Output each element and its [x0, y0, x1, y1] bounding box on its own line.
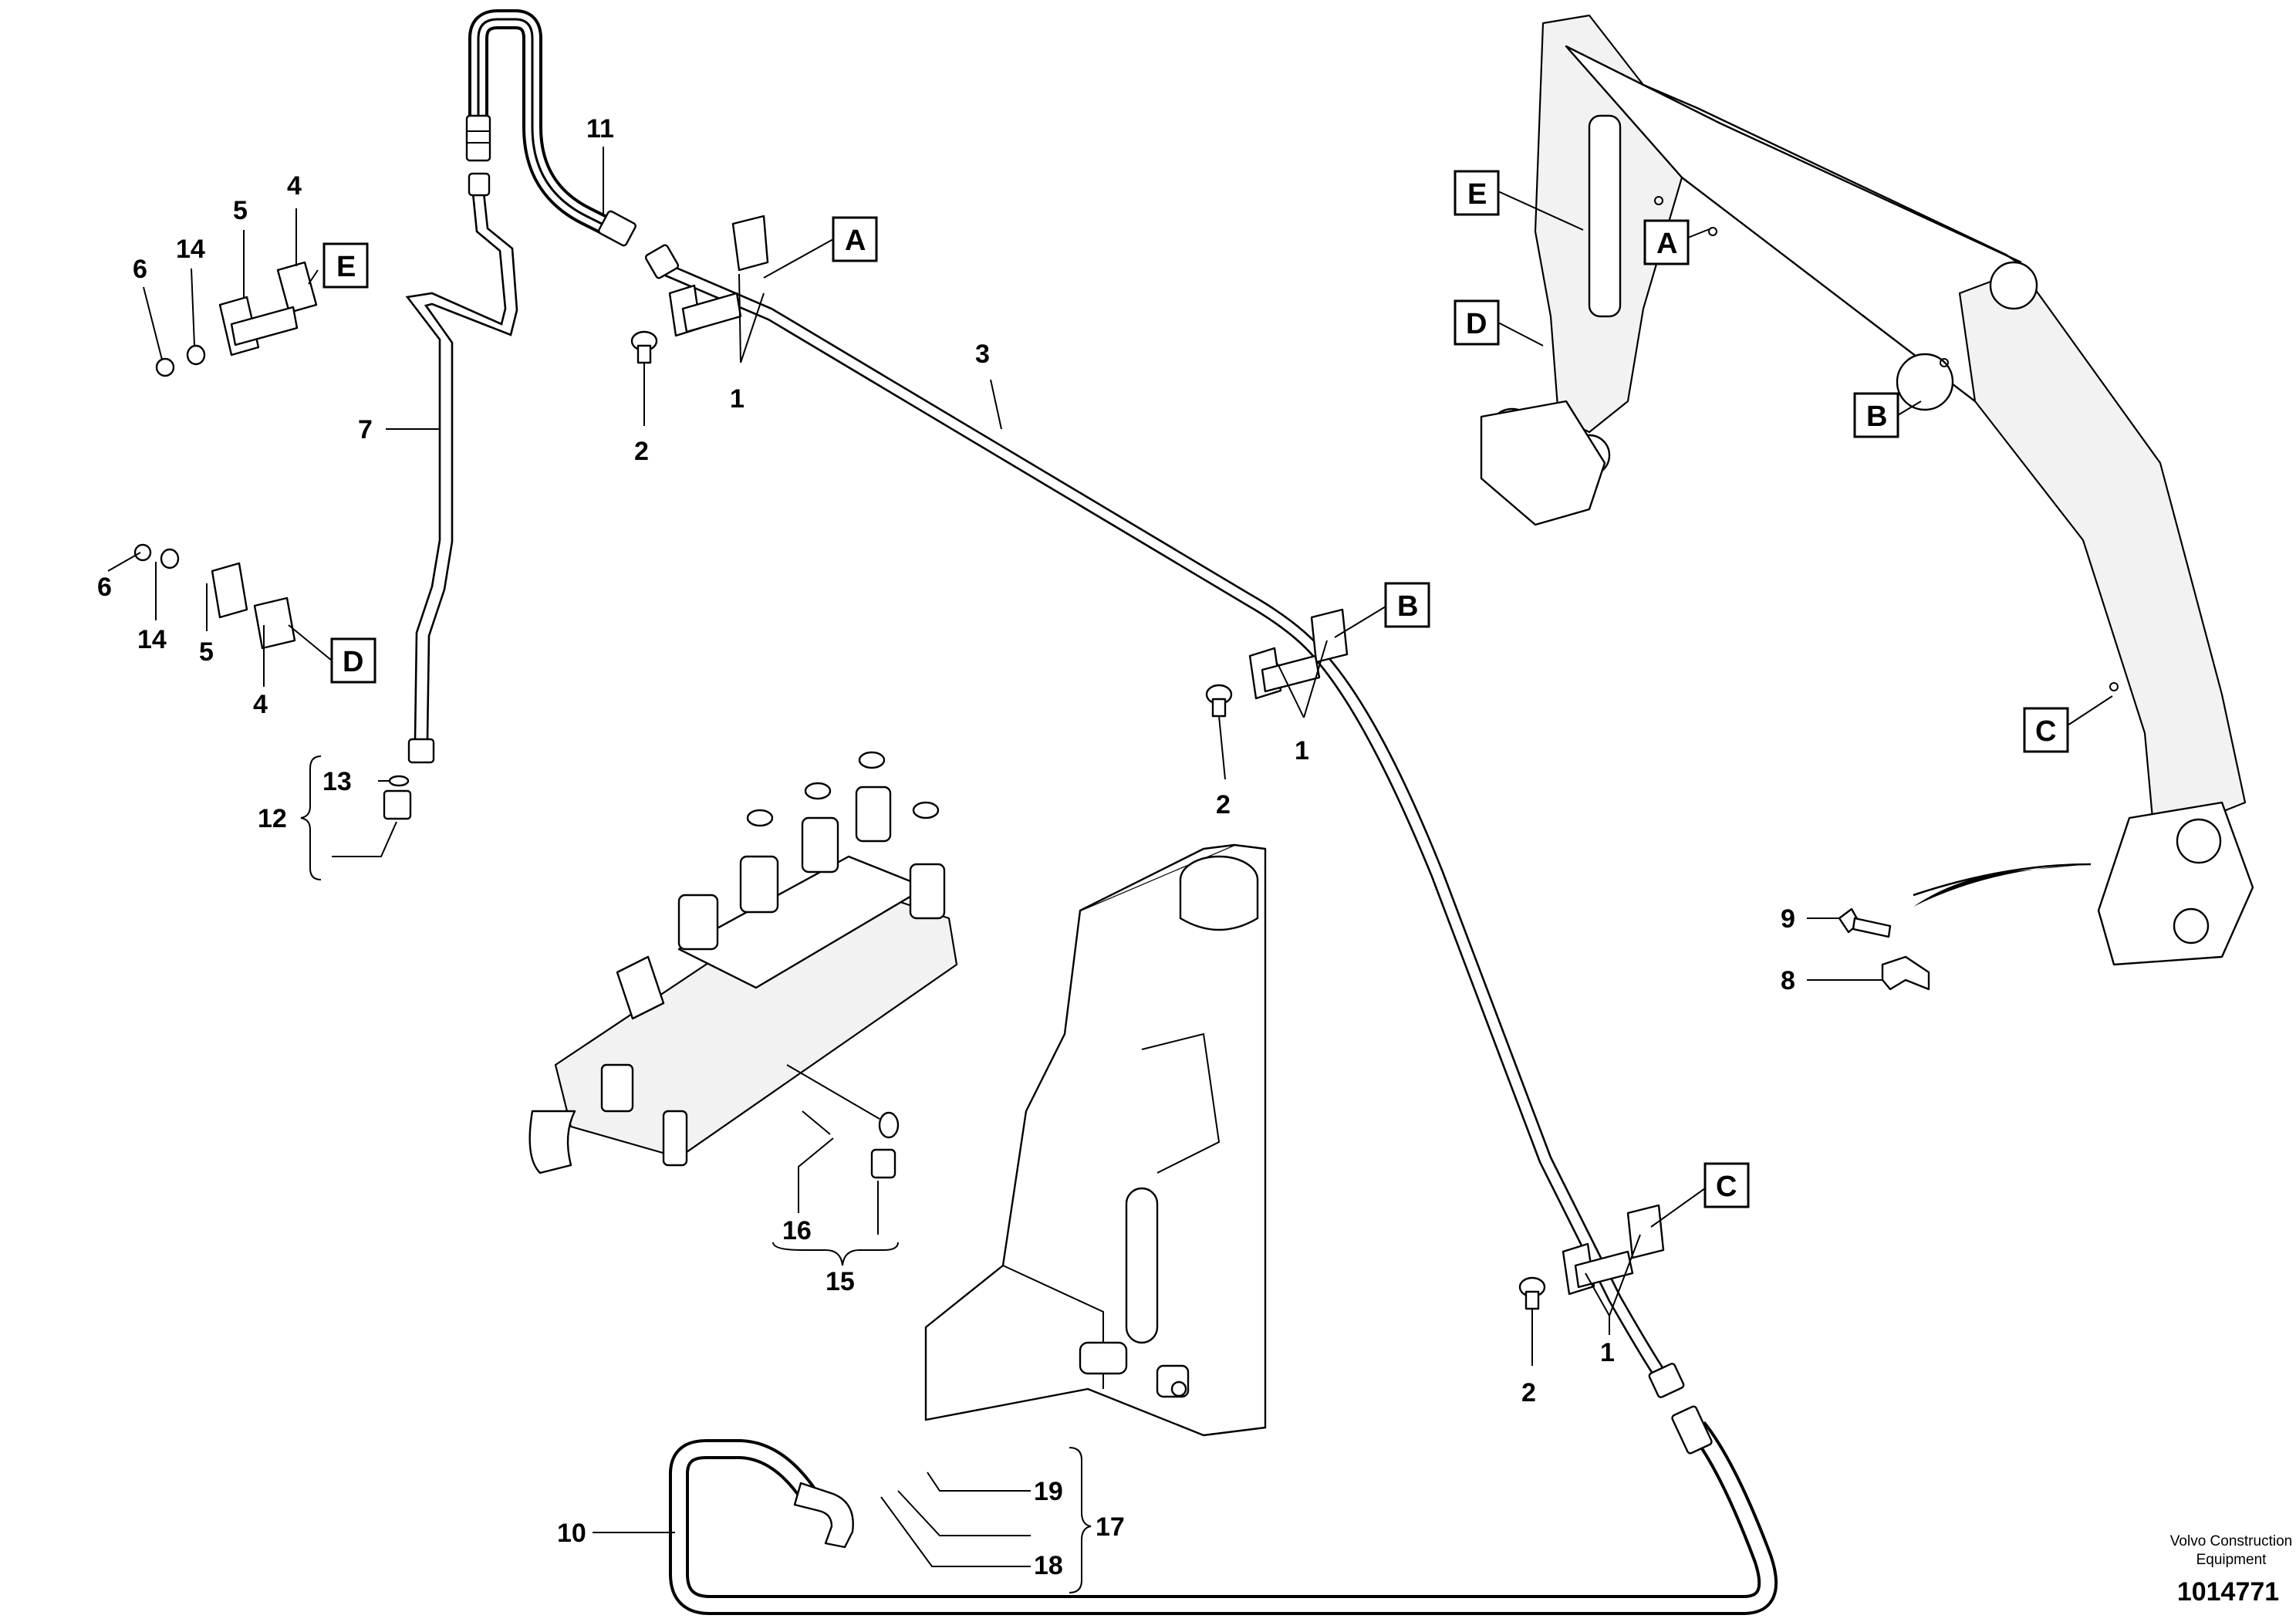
svg-text:B: B — [1866, 400, 1887, 433]
callout-19: 19 — [1034, 1477, 1063, 1506]
clamp-c-assembly — [1518, 1204, 1665, 1310]
clamp-e-assembly — [155, 261, 318, 377]
callout-5-top: 5 — [233, 196, 248, 225]
clamp-b-assembly — [1205, 608, 1349, 718]
pipe-3 — [644, 244, 1685, 1398]
bolt-9 — [1838, 907, 1892, 938]
ref-box-a-top: A — [832, 216, 878, 262]
callout-4-top: 4 — [287, 171, 302, 201]
svg-text:D: D — [343, 646, 363, 678]
callout-8: 8 — [1781, 966, 1795, 995]
callout-18: 18 — [1034, 1551, 1063, 1580]
callout-1-a: 1 — [730, 384, 745, 414]
callout-7: 7 — [358, 415, 373, 444]
callout-numbers: 1 2 3 11 4 5 14 6 7 6 14 5 4 13 12 16 15… — [97, 114, 1795, 1580]
clamp-8 — [1881, 955, 1930, 991]
callout-2-c: 2 — [1521, 1378, 1536, 1407]
svg-text:E: E — [1467, 178, 1487, 211]
svg-text:D: D — [1466, 308, 1487, 340]
fitting-12 — [383, 775, 412, 820]
svg-text:A: A — [845, 225, 866, 257]
callout-14-mid: 14 — [137, 625, 167, 654]
hydraulic-tank — [924, 843, 1267, 1437]
svg-text:C: C — [1716, 1171, 1737, 1203]
ref-box-c-low: C — [1703, 1162, 1750, 1208]
ref-box-d-boom: D — [1454, 299, 1500, 346]
callout-5-mid: 5 — [199, 637, 214, 667]
callout-6-mid: 6 — [97, 573, 112, 602]
callout-4-mid: 4 — [253, 690, 268, 719]
callout-10: 10 — [557, 1519, 586, 1548]
clamp-a-assembly — [630, 215, 769, 364]
callout-16: 16 — [782, 1216, 812, 1245]
callout-1-b: 1 — [1295, 736, 1309, 765]
credit-line-1: Volvo Construction — [2170, 1533, 2292, 1549]
ref-box-a-boom: A — [1643, 219, 1690, 265]
callout-15: 15 — [826, 1267, 855, 1296]
callout-1-c: 1 — [1600, 1338, 1615, 1367]
callout-17: 17 — [1096, 1512, 1125, 1542]
ref-box-e-left: E — [322, 242, 369, 289]
callout-6-top: 6 — [133, 255, 147, 284]
callout-2-a: 2 — [634, 437, 649, 466]
credit-block: Volvo Construction Equipment 1014771 — [2170, 1533, 2292, 1607]
callout-14-top: 14 — [176, 235, 205, 264]
ref-box-e-boom: E — [1454, 170, 1500, 216]
ref-box-b-boom: B — [1853, 392, 1899, 438]
control-valve — [528, 751, 958, 1179]
doc-number: 1014771 — [2177, 1577, 2279, 1607]
svg-text:E: E — [336, 251, 356, 283]
svg-text:B: B — [1397, 590, 1418, 623]
callout-12: 12 — [258, 804, 287, 833]
callout-3: 3 — [975, 340, 990, 369]
svg-text:A: A — [1656, 228, 1677, 260]
excavator-boom — [1480, 14, 2254, 966]
callout-13: 13 — [322, 767, 352, 796]
callout-11: 11 — [586, 114, 614, 144]
pipe-7 — [405, 172, 518, 764]
hose-11 — [465, 9, 636, 247]
leader-lines — [107, 147, 2113, 1593]
hose-10 — [669, 1405, 1778, 1615]
ref-box-d-left: D — [330, 637, 376, 684]
credit-line-2: Equipment — [2196, 1552, 2267, 1568]
callout-9: 9 — [1781, 904, 1795, 934]
svg-text:C: C — [2035, 715, 2056, 748]
ref-box-b-mid: B — [1384, 582, 1430, 628]
reference-boxes: A E D B C E A D — [322, 170, 2069, 1208]
callout-2-b: 2 — [1216, 790, 1231, 819]
ref-box-c-boom: C — [2023, 707, 2069, 753]
